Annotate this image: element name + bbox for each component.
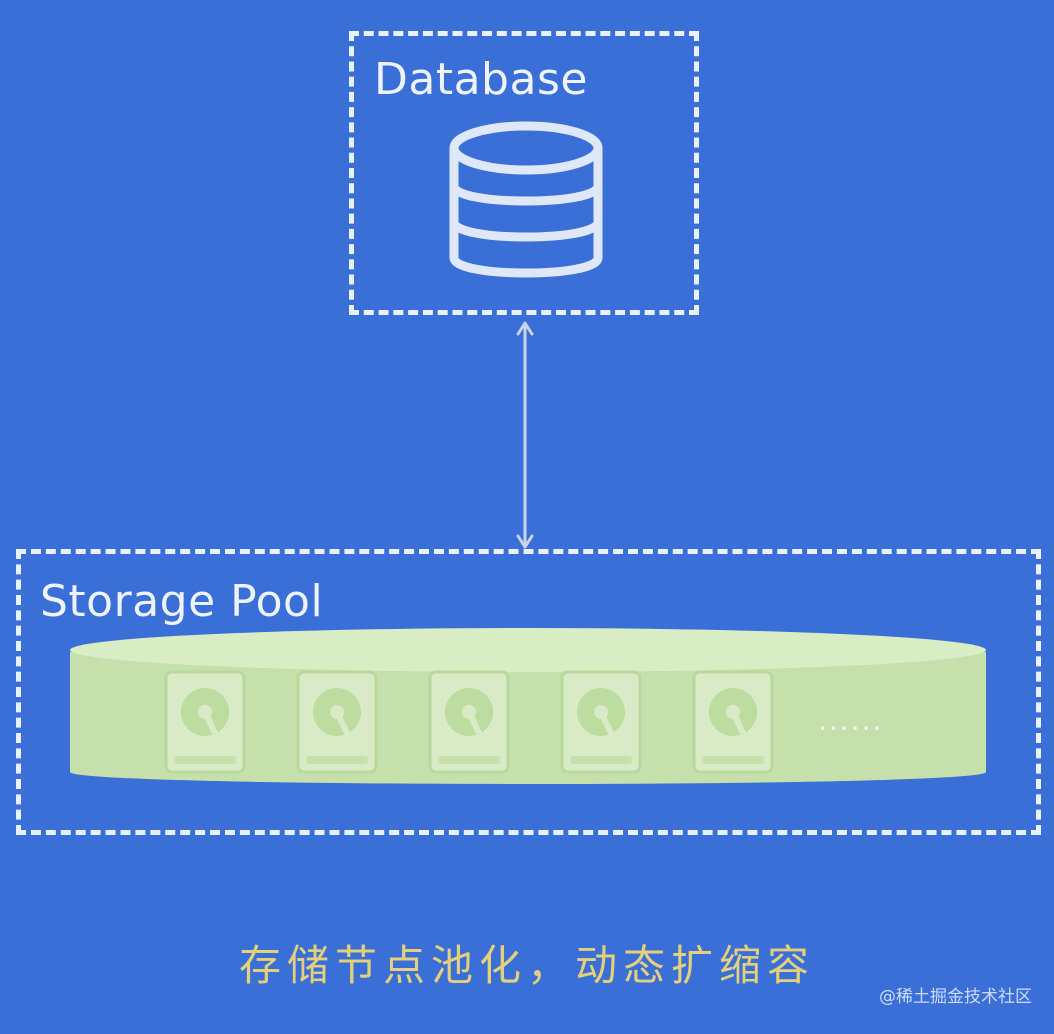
more-disks-indicator: ......: [818, 704, 883, 737]
storage-pool-box: Storage Pool: [16, 549, 1041, 835]
watermark: @稀土掘金技术社区: [879, 987, 1032, 1007]
storage-pool-title: Storage Pool: [40, 576, 324, 627]
database-box: Database: [349, 31, 699, 315]
hard-disk-icon: [164, 670, 246, 774]
storage-pool-cylinder: ......: [70, 628, 986, 784]
disk-icon-group: [164, 670, 774, 774]
database-icon: [449, 121, 603, 278]
hard-disk-icon: [560, 670, 642, 774]
bidirectional-arrow: [516, 321, 534, 549]
hard-disk-icon: [428, 670, 510, 774]
database-title: Database: [374, 54, 588, 105]
caption: 存储节点池化，动态扩缩容: [238, 941, 815, 990]
hard-disk-icon: [296, 670, 378, 774]
hard-disk-icon: [692, 670, 774, 774]
